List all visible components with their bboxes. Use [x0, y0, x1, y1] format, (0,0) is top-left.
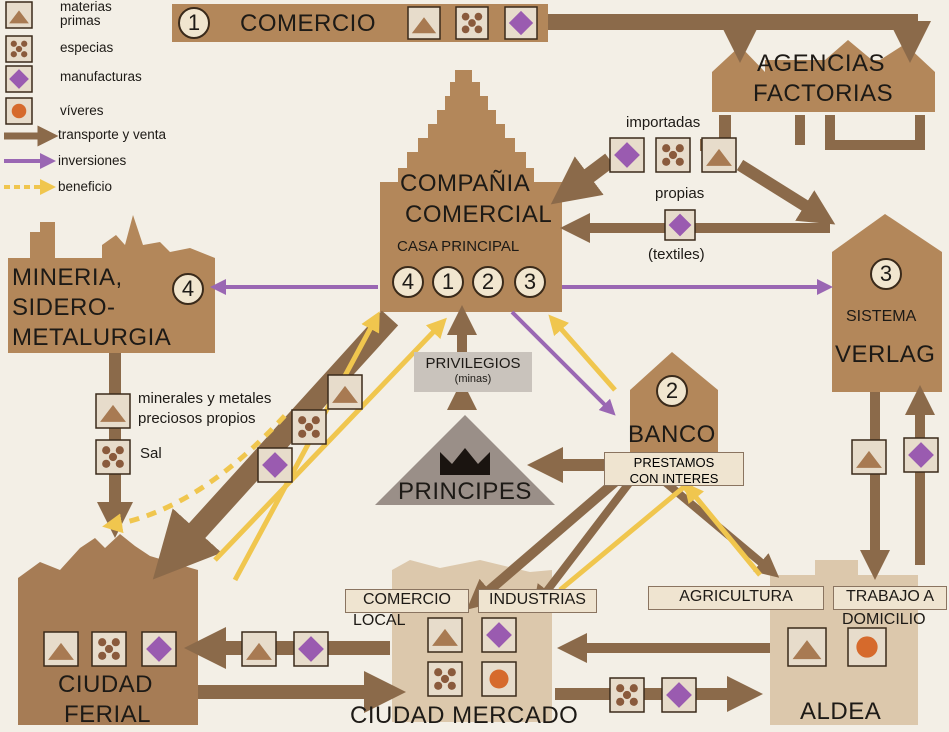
aldea-materias-icon: [787, 627, 827, 667]
aldea-viveres-icon: [847, 627, 887, 667]
mineria-number: 4: [172, 273, 204, 305]
banco-number: 2: [656, 375, 688, 407]
industrias-box: INDUSTRIAS: [478, 589, 597, 613]
diag-manufacturas-icon: [257, 447, 293, 483]
importadas-especias-icon: [655, 137, 691, 173]
legend-especias: especias: [60, 40, 114, 55]
comercio-local-box: COMERCIO: [345, 589, 469, 613]
legend-graphics: [4, 125, 59, 195]
mercado-viveres-icon: [481, 661, 517, 697]
domicilio-label: DOMICILIO: [842, 611, 926, 628]
sistema-label: SISTEMA: [846, 308, 917, 325]
legend-viveres: víveres: [60, 103, 104, 118]
prestamos-box: PRESTAMOS CON INTERES: [604, 452, 744, 486]
prestamos-label: PRESTAMOS: [633, 455, 715, 470]
ciudad-ferial-building: [18, 534, 198, 725]
compania-circle-4: 4: [392, 266, 424, 298]
ciudad-mercado-building: [392, 560, 552, 722]
casa-principal-label: CASA PRINCIPAL: [397, 238, 520, 255]
diag-especias-icon: [291, 409, 327, 445]
comercio-local-label: COMERCIO: [363, 591, 451, 608]
importadas-manufacturas-icon: [609, 137, 645, 173]
principes-label: PRINCIPES: [398, 478, 532, 505]
minerales-label: minerales y metales: [138, 390, 272, 407]
privilegios-label: PRIVILEGIOS: [425, 355, 521, 372]
sal-label: Sal: [140, 445, 162, 462]
legend-inversiones: inversiones: [58, 153, 127, 168]
minas-label: (minas): [454, 373, 492, 385]
agencias-building: [712, 40, 935, 112]
agricultura-label: AGRICULTURA: [679, 588, 793, 605]
comercio-materias-icon: [407, 6, 441, 40]
importadas-label: importadas: [626, 114, 701, 131]
ciudad-mercado-label: CIUDAD MERCADO: [350, 702, 579, 729]
diag-materias-icon: [327, 374, 363, 410]
minerales-icon: [95, 393, 131, 429]
legend-beneficio: beneficio: [58, 179, 113, 194]
mercado-especias-icon: [427, 661, 463, 697]
comercio-especias-icon: [455, 6, 489, 40]
compania-circle-2: 2: [472, 266, 504, 298]
aldea-label: ALDEA: [800, 698, 882, 725]
ciudad-ferial-label-2: FERIAL: [64, 701, 152, 728]
trabajo-label: TRABAJO A: [845, 588, 935, 605]
legend-transporte: transporte y venta: [58, 127, 167, 142]
compania-building: [380, 70, 562, 312]
mercado-materias-icon: [427, 617, 463, 653]
ferial-manufacturas-icon: [141, 631, 177, 667]
ferial-in-manufacturas-icon: [293, 631, 329, 667]
ferial-in-materias-icon: [241, 631, 277, 667]
ciudad-ferial-label-1: CIUDAD: [58, 671, 154, 698]
importadas-materias-icon: [701, 137, 737, 173]
verlag-manufacturas-icon: [903, 437, 939, 473]
legend-manufacturas-icon: [5, 65, 33, 93]
banco-label: BANCO: [628, 421, 716, 448]
con-interes-label: CON INTERES: [629, 471, 719, 486]
comercial-label: COMERCIAL: [405, 201, 553, 228]
aldea-in-especias-icon: [609, 677, 645, 713]
sal-icon: [95, 439, 131, 475]
metalurgia-label: METALURGIA: [12, 324, 172, 351]
goods-icons: [5, 1, 939, 713]
mercado-manufacturas-icon: [481, 617, 517, 653]
sidero-label: SIDERO-: [12, 294, 116, 321]
legend-materias-primas: materias primas: [60, 0, 112, 29]
verlag-materias-icon: [851, 439, 887, 475]
compania-circle-3: 3: [514, 266, 546, 298]
comercio-number: 1: [178, 7, 210, 39]
verlag-label: VERLAG: [835, 341, 936, 368]
preciosos-label: preciosos propios: [138, 410, 256, 427]
textiles-label: (textiles): [648, 246, 705, 263]
comercio-manufacturas-icon: [504, 6, 538, 40]
agencias-label: AGENCIAS: [757, 50, 886, 77]
mineria-building: [8, 215, 215, 353]
legend-viveres-icon: [5, 97, 33, 125]
legend-especias-icon: [5, 35, 33, 63]
factorias-label: FACTORIAS: [753, 80, 894, 107]
legend-materias-primas-icon: [5, 1, 33, 29]
compania-circle-1: 1: [432, 266, 464, 298]
compania-label: COMPAÑIA: [400, 170, 531, 197]
ferial-especias-icon: [91, 631, 127, 667]
benefit-arrows: [102, 311, 762, 592]
crown-icon: [440, 448, 490, 475]
ferial-materias-icon: [43, 631, 79, 667]
banco-building: [630, 352, 718, 462]
comercio-label: COMERCIO: [240, 10, 376, 37]
verlag-number: 3: [870, 258, 902, 290]
trabajo-box: TRABAJO A: [833, 586, 947, 610]
industrias-label: INDUSTRIAS: [489, 591, 586, 608]
propias-label: propias: [655, 185, 705, 202]
aldea-in-manufacturas-icon: [661, 677, 697, 713]
propias-manufacturas-icon: [664, 209, 696, 241]
investment-arrows: [210, 279, 833, 416]
agricultura-box: AGRICULTURA: [648, 586, 824, 610]
local-label: LOCAL: [353, 612, 406, 629]
legend-manufacturas: manufacturas: [60, 69, 142, 84]
privilegios-box: PRIVILEGIOS (minas): [414, 352, 532, 392]
mineria-label: MINERIA,: [12, 264, 123, 291]
verlag-building: [832, 214, 942, 392]
